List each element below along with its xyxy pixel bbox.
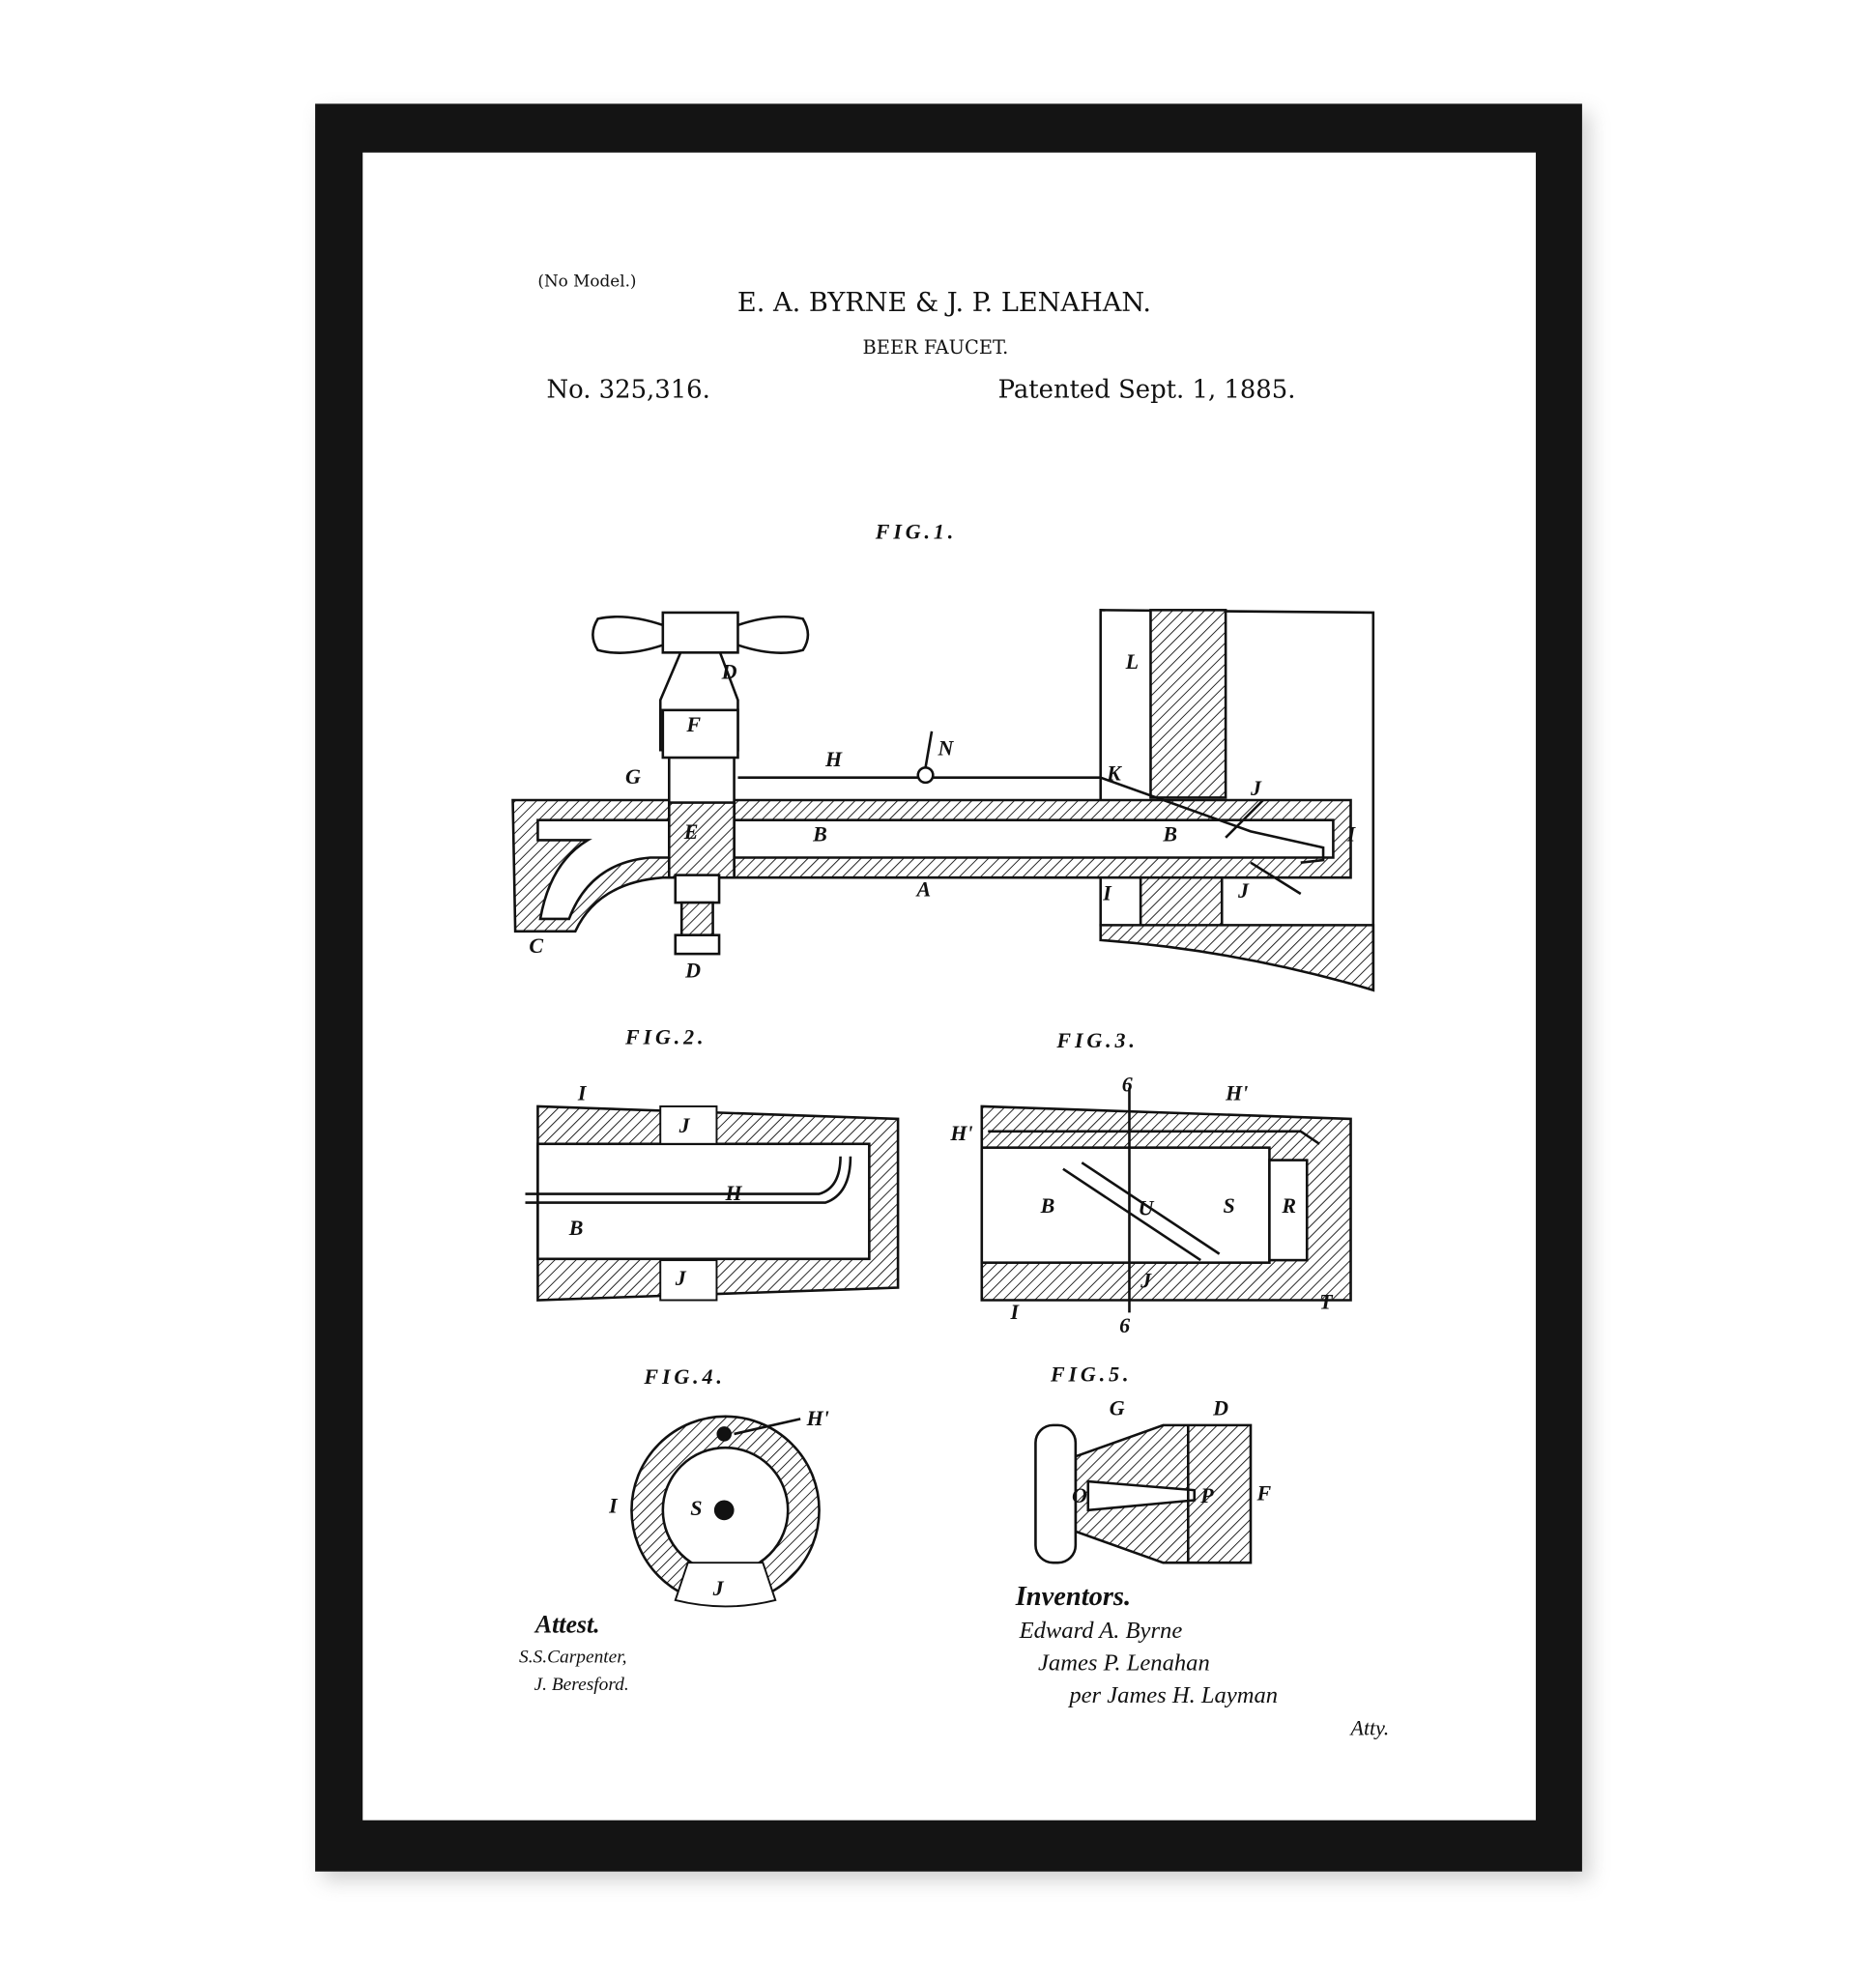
fig3-label: I — [1010, 1300, 1021, 1324]
fig1-label: I — [1346, 822, 1357, 846]
fig2-label: B — [568, 1216, 584, 1240]
fig1-label: I — [1102, 880, 1112, 904]
fig1-label: D — [684, 959, 701, 983]
fig5-title: FIG.5. — [1050, 1362, 1132, 1387]
figure-2: FIG.2. I J H B J — [525, 1024, 900, 1302]
fig3-title: FIG.3. — [1055, 1028, 1138, 1052]
fig3-label: S — [1224, 1193, 1235, 1218]
fig2-label: I — [577, 1080, 588, 1104]
figure-3: FIG.3. 6 H' H' B U S R J I 6 T — [949, 1028, 1352, 1337]
fig2-title: FIG.2. — [624, 1024, 707, 1048]
attorney-suffix: Atty. — [1349, 1716, 1390, 1740]
fig4-labels: H' I S J — [608, 1406, 829, 1600]
fig1-label: C — [529, 933, 543, 958]
patent-number: No. 325,316. — [546, 375, 709, 404]
fig2-label: J — [678, 1113, 691, 1137]
fig1-label: J — [1250, 776, 1262, 800]
fig3-label: U — [1139, 1196, 1155, 1220]
fig5-label: D — [1212, 1396, 1228, 1420]
witness-1: S.S.Carpenter, — [519, 1648, 627, 1668]
fig2-label: J — [675, 1266, 687, 1290]
fig1-label: H — [824, 747, 843, 771]
fig1-label: D — [721, 660, 737, 684]
fig1-labels: D F G H N K L J E B B I A I J C D — [529, 649, 1356, 983]
inventor-2: James P. Lenahan — [1038, 1649, 1210, 1676]
paper — [362, 152, 1537, 1821]
fig1-label: A — [915, 877, 932, 902]
fig1-label: B — [1162, 822, 1177, 846]
fig4-label: J — [712, 1576, 725, 1600]
figure-1: FIG.1. D F G H N K L J E B B — [511, 520, 1375, 992]
patent-title: BEER FAUCET. — [863, 336, 1009, 359]
fig1-label: K — [1106, 760, 1122, 785]
fig5-label: F — [1255, 1480, 1271, 1505]
fig1-label: F — [685, 712, 701, 736]
fig4-label: H' — [806, 1406, 829, 1430]
attest-heading: Attest. — [534, 1611, 600, 1639]
fig3-label: H' — [1225, 1080, 1248, 1104]
fig3-label: H' — [949, 1121, 972, 1145]
fig3-labels: 6 H' H' B U S R J I 6 T — [949, 1072, 1334, 1337]
fig5-label: G — [1110, 1396, 1125, 1420]
fig5-label: P — [1199, 1483, 1214, 1507]
witness-2: J. Beresford. — [534, 1675, 629, 1695]
fig3-label: T — [1319, 1290, 1334, 1314]
fig1-label: G — [625, 764, 641, 789]
figure-5: FIG.5. G D O P F — [1034, 1362, 1272, 1564]
fig1-label: E — [683, 819, 699, 844]
fig1-label: J — [1237, 878, 1250, 903]
fig4-title: FIG.4. — [643, 1364, 725, 1389]
fig3-label: 6 — [1122, 1072, 1133, 1096]
inventor-1: Edward A. Byrne — [1019, 1618, 1183, 1644]
fig1-label: B — [812, 822, 827, 846]
fig1-label: N — [937, 735, 954, 760]
attest-block: Attest. S.S.Carpenter, J. Beresford. — [519, 1611, 629, 1696]
model-note: (No Model.) — [537, 271, 636, 290]
inventors-block: Inventors. Edward A. Byrne James P. Lena… — [1015, 1582, 1389, 1740]
fig3-label: B — [1040, 1193, 1055, 1218]
figure-4: FIG.4. H' I S J — [608, 1364, 829, 1608]
fig1-title: FIG.1. — [875, 520, 957, 544]
fig3-label: J — [1140, 1269, 1152, 1293]
fig2-labels: I J H B J — [568, 1080, 743, 1289]
fig4-label: I — [608, 1493, 619, 1517]
fig3-label: 6 — [1119, 1313, 1130, 1337]
fig5-label: O — [1072, 1483, 1087, 1507]
attorney: per James H. Layman — [1067, 1682, 1278, 1708]
fig5-labels: G D O P F — [1072, 1396, 1272, 1508]
fig2-label: H — [725, 1181, 743, 1205]
patent-date: Patented Sept. 1, 1885. — [998, 375, 1296, 404]
fig4-label: S — [690, 1496, 702, 1520]
fig1-label: L — [1125, 649, 1139, 674]
fig3-label: R — [1281, 1193, 1296, 1218]
inventors-title: E. A. BYRNE & J. P. LENAHAN. — [737, 288, 1151, 318]
inventors-heading: Inventors. — [1015, 1582, 1131, 1612]
